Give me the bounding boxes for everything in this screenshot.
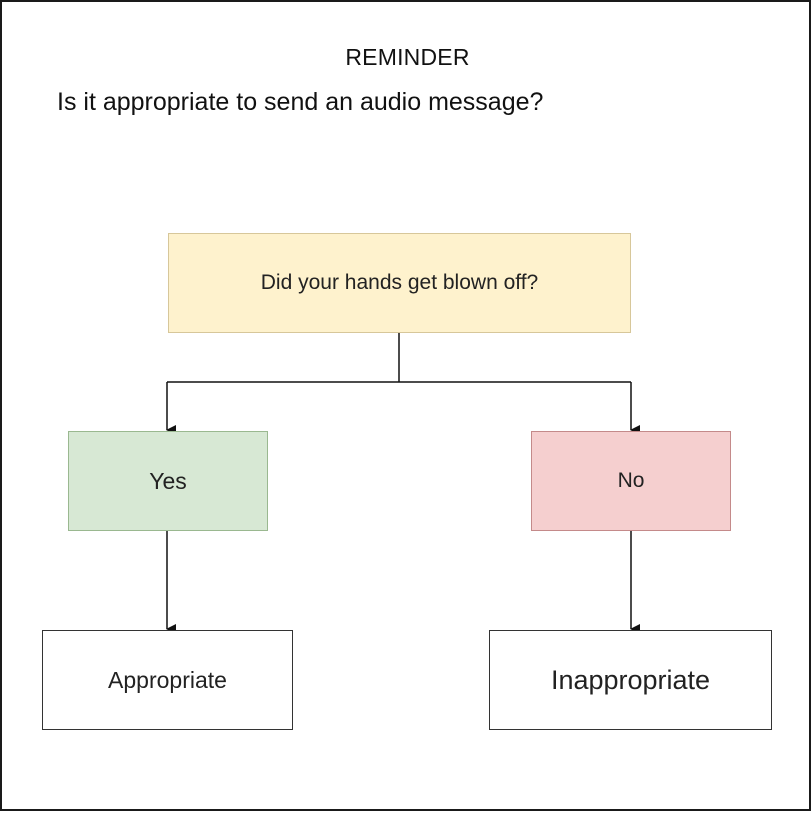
decision-text: Did your hands get blown off? (260, 271, 539, 294)
no-label: No (617, 469, 645, 492)
inappropriate-box: Inappropriate (489, 630, 772, 730)
decision-box: Did your hands get blown off? (168, 233, 631, 333)
appropriate-label: Appropriate (108, 666, 227, 693)
no-box: No (531, 431, 731, 531)
inappropriate-label: Inappropriate (550, 664, 711, 695)
yes-box: Yes (68, 431, 268, 531)
appropriate-box: Appropriate (42, 630, 293, 730)
reminder-label: REMINDER (345, 44, 470, 70)
main-question: Is it appropriate to send an audio messa… (57, 88, 544, 116)
yes-label: Yes (149, 467, 187, 494)
